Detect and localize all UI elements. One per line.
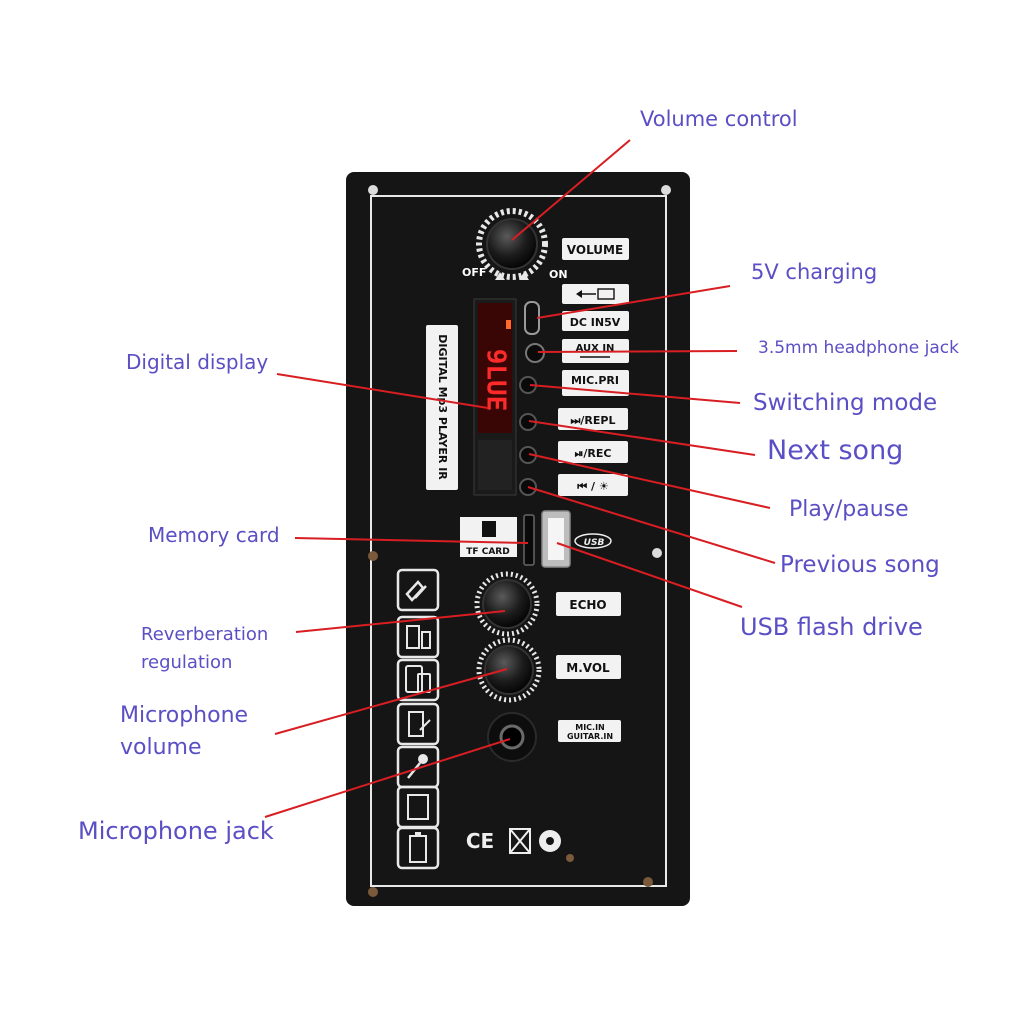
volume-knob[interactable] xyxy=(486,218,538,270)
echo-label: ECHO xyxy=(569,598,606,612)
battery-icon xyxy=(396,826,440,870)
callout-volume-control: Volume control xyxy=(640,107,798,131)
rec-label: ⏯/REC xyxy=(575,447,612,460)
callout-previous-song: Previous song xyxy=(780,552,940,578)
sd-card-icon xyxy=(482,521,496,537)
volume-label: VOLUME xyxy=(567,243,623,257)
mvol-label: M.VOL xyxy=(566,661,610,675)
weee-bin-icon xyxy=(509,828,531,854)
screw-icon xyxy=(643,877,653,887)
echo-label-plate xyxy=(556,592,621,616)
callout-mic-volume-line2: volume xyxy=(120,735,202,760)
leader-digital-display xyxy=(276,373,489,409)
leader-mic-jack xyxy=(264,738,511,818)
recycle-icon-center xyxy=(546,837,554,845)
echo-knob[interactable] xyxy=(482,579,532,629)
prev-label: ⏮ / ☀ xyxy=(577,480,608,493)
callout-next-song: Next song xyxy=(767,435,904,466)
screw-icon xyxy=(368,551,378,561)
on-label: ON xyxy=(549,268,568,281)
prev-label-plate xyxy=(558,474,628,496)
display-lower-section xyxy=(478,440,512,490)
callout-usb-flash-drive: USB flash drive xyxy=(740,613,923,641)
aux-label: AUX IN xyxy=(576,343,615,354)
mvol-label-plate xyxy=(556,655,621,679)
display-readout: 9LUE xyxy=(481,349,511,412)
headphone-jack[interactable] xyxy=(525,343,545,363)
panel-border-line xyxy=(370,195,667,887)
usb-drive-icon xyxy=(396,702,440,746)
volume-label-plate xyxy=(562,238,629,260)
callout-reverberation-line1: Reverberation xyxy=(141,624,269,645)
usb-logo-label: USB xyxy=(584,538,605,548)
screw-icon xyxy=(661,185,671,195)
screw-icon xyxy=(566,854,574,862)
mic-pri-label: MIC.PRI xyxy=(571,374,619,387)
micro-usb-port[interactable] xyxy=(524,301,540,335)
off-label: OFF xyxy=(462,266,486,279)
phone-device-icon xyxy=(396,658,440,702)
leader-headphone-jack xyxy=(537,350,738,353)
usb-port-tongue xyxy=(548,518,564,560)
leader-play-pause xyxy=(528,453,771,509)
leader-memory-card xyxy=(294,537,529,544)
leader-switching-mode xyxy=(529,384,741,404)
display-indicator xyxy=(506,320,511,329)
usb-logo-icon: USB xyxy=(574,533,612,549)
leader-previous-song xyxy=(527,486,776,564)
callout-mic-volume-line1: Microphone xyxy=(120,703,249,728)
repl-label-plate xyxy=(558,408,628,430)
callout-microphone-jack: Microphone jack xyxy=(78,817,274,845)
mic-jack[interactable] xyxy=(499,724,525,750)
repl-label: ⏭/REPL xyxy=(571,414,616,427)
leader-next-song xyxy=(528,420,756,456)
ce-mark: CE xyxy=(466,829,494,853)
leader-volume-control xyxy=(511,139,631,241)
tf-card-slot[interactable] xyxy=(523,514,535,566)
vertical-title: DIGITAL Mp3 PLAYER IR xyxy=(436,334,449,480)
screw-icon xyxy=(368,887,378,897)
callout-play-pause: Play/pause xyxy=(789,497,909,522)
callout-headphone-jack: 3.5mm headphone jack xyxy=(758,338,959,358)
left-icon-column xyxy=(396,568,440,870)
rec-label-plate xyxy=(558,441,628,463)
screw-icon xyxy=(368,185,378,195)
leader-reverberation xyxy=(295,610,506,633)
leader-usb-flash-drive xyxy=(556,542,743,608)
callout-digital-display: Digital display xyxy=(126,350,269,374)
callout-memory-card: Memory card xyxy=(148,523,280,547)
mic-in-label: MIC.IN xyxy=(575,723,605,732)
weee-cross-icon xyxy=(509,828,531,854)
leader-mic-volume xyxy=(274,668,508,735)
dc-label: DC IN5V xyxy=(570,316,621,329)
tf-card-label: TF CARD xyxy=(466,547,509,557)
callout-5v-charging: 5V charging xyxy=(751,260,878,284)
callout-switching-mode: Switching mode xyxy=(753,390,938,416)
mic-in-label-plate xyxy=(558,720,621,742)
volume-scale-ring xyxy=(476,208,548,280)
mic-volume-knob[interactable] xyxy=(484,645,534,695)
leader-5v-charging xyxy=(536,285,731,319)
usb-charge-icon xyxy=(576,288,615,300)
triangle-icon xyxy=(519,272,529,280)
bluetooth-mode-icon xyxy=(396,568,440,612)
dc-label-plate xyxy=(562,311,629,331)
media-player-icon xyxy=(396,615,440,659)
screw-icon xyxy=(652,548,662,558)
echo-scale-ring xyxy=(474,571,540,637)
triangle-icon xyxy=(495,272,505,280)
guitar-in-label: GUITAR.IN xyxy=(567,732,613,741)
mvol-scale-ring xyxy=(476,637,542,703)
callout-reverberation-line2: regulation xyxy=(141,652,233,673)
leader-lines xyxy=(264,139,776,818)
title-plate xyxy=(426,325,458,490)
